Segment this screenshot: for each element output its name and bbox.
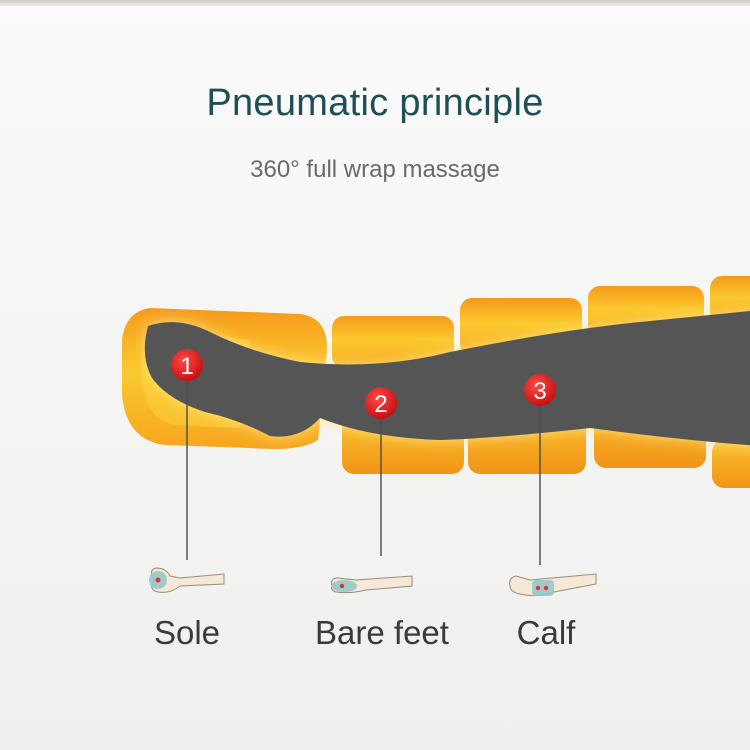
marker-2: 2 bbox=[365, 387, 397, 419]
top-border bbox=[0, 0, 750, 6]
calf-leg-icon bbox=[509, 573, 597, 597]
label-calf: Calf bbox=[516, 614, 576, 651]
marker-3-number: 3 bbox=[533, 378, 546, 405]
pointer-lines bbox=[186, 380, 541, 565]
marker-3: 3 bbox=[524, 374, 556, 406]
sole-leg-icon bbox=[149, 567, 225, 593]
page-subtitle: 360° full wrap massage bbox=[250, 156, 500, 183]
page-title: Pneumatic principle bbox=[206, 82, 544, 124]
leg-silhouette bbox=[144, 311, 750, 446]
marker-2-number: 2 bbox=[374, 391, 387, 418]
marker-1-number: 1 bbox=[180, 353, 193, 380]
bare-feet-leg-icon bbox=[331, 575, 413, 594]
label-bare-feet: Bare feet bbox=[315, 614, 449, 651]
marker-1: 1 bbox=[171, 349, 203, 381]
label-sole: Sole bbox=[153, 614, 221, 651]
